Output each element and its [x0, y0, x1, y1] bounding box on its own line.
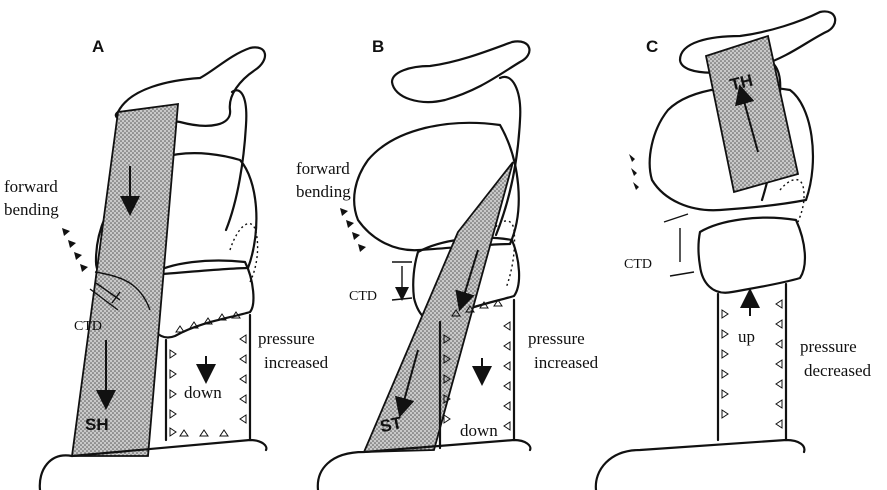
panel-c-label: C	[646, 37, 658, 56]
pressure-label-line1: pressure	[258, 329, 315, 348]
panel-b: B ST down CTD forward bending pressure i…	[296, 37, 599, 490]
pressure-label-line2: increased	[264, 353, 329, 372]
ctd-label: CTD	[624, 257, 652, 272]
trachea	[718, 284, 786, 440]
bending-arrowheads	[629, 154, 639, 190]
panel-b-label: B	[372, 37, 384, 56]
pressure-label-line2: decreased	[804, 361, 872, 380]
forward-bending-label-line2: bending	[4, 200, 59, 219]
cricoid-cartilage	[699, 218, 805, 293]
panel-a: A SH down	[4, 37, 329, 490]
sternum	[596, 440, 805, 490]
forward-bending-label-line1: forward	[4, 177, 58, 196]
thyrohyoid-muscle	[706, 36, 798, 192]
tube-label: down	[460, 421, 498, 440]
ctd-label: CTD	[349, 289, 377, 304]
pressure-ticks	[170, 312, 246, 436]
ctd-label: CTD	[74, 319, 102, 334]
tube-label: up	[738, 327, 755, 346]
hyoid-bone	[392, 41, 529, 102]
panel-c: C TH up CTD pressure decreased	[596, 11, 872, 490]
forward-bending-label-line2: bending	[296, 182, 351, 201]
tube-label: down	[184, 383, 222, 402]
muscle-label: SH	[85, 415, 109, 434]
pressure-label-line1: pressure	[528, 329, 585, 348]
pressure-label-line1: pressure	[800, 337, 857, 356]
bending-arrowheads	[340, 208, 366, 252]
panel-a-label: A	[92, 37, 104, 56]
sternothyroid-muscle	[364, 162, 513, 452]
bending-arrowheads	[62, 228, 88, 272]
pressure-ticks	[722, 300, 782, 428]
sternum	[318, 440, 531, 490]
forward-bending-label-line1: forward	[296, 159, 350, 178]
pressure-label-line2: increased	[534, 353, 599, 372]
